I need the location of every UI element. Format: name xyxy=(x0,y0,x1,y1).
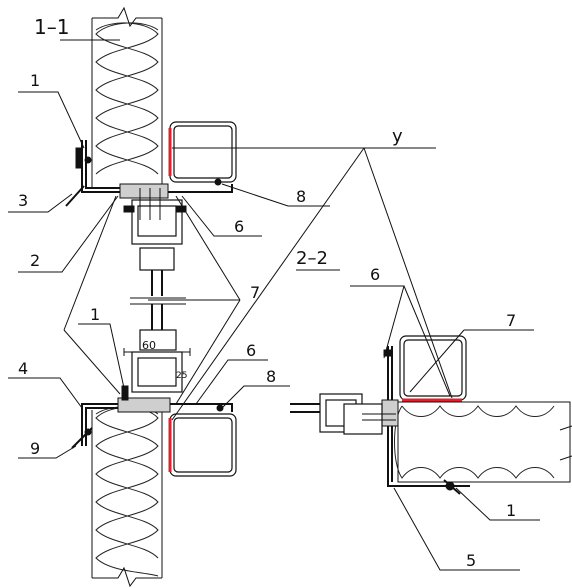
callout-y-label: у xyxy=(392,126,403,147)
upper-window-profile xyxy=(123,188,187,296)
label-6-lower: 6 xyxy=(246,341,256,360)
dimension-60-text: 60 xyxy=(142,339,156,352)
left-wall-insulation-bottom xyxy=(91,406,163,588)
right-steel-tube xyxy=(399,335,467,402)
glazing-gap xyxy=(130,297,186,330)
label-1-lower: 1 xyxy=(90,305,100,324)
upper-head-flashing xyxy=(65,140,233,207)
right-window-profile xyxy=(290,393,396,435)
label-3: 3 xyxy=(18,191,28,210)
label-7-left: 7 xyxy=(250,283,260,302)
right-wall-insulation xyxy=(394,401,572,483)
label-2: 2 xyxy=(30,251,40,270)
upper-steel-tube xyxy=(168,121,237,186)
label-1-right: 1 xyxy=(506,501,516,520)
section-2-2-title: 2–2 xyxy=(296,248,328,269)
label-8-top: 8 xyxy=(296,187,306,206)
label-8-lower: 8 xyxy=(266,367,276,386)
label-1-top: 1 xyxy=(30,71,40,90)
label-6-right: 6 xyxy=(370,265,380,284)
section-1-1-title: 1–1 xyxy=(34,15,69,39)
left-wall-insulation-top xyxy=(91,6,163,188)
label-4: 4 xyxy=(18,359,28,378)
dimension-25-text: 25 xyxy=(176,371,187,381)
label-5: 5 xyxy=(466,551,476,570)
lower-steel-tube xyxy=(168,404,237,477)
leader-lines xyxy=(8,39,540,571)
label-6-top: 6 xyxy=(234,217,244,236)
lower-sill-flashing xyxy=(71,385,233,449)
label-9: 9 xyxy=(30,439,40,458)
label-7-right: 7 xyxy=(506,311,516,330)
lower-window-profile xyxy=(123,329,191,393)
